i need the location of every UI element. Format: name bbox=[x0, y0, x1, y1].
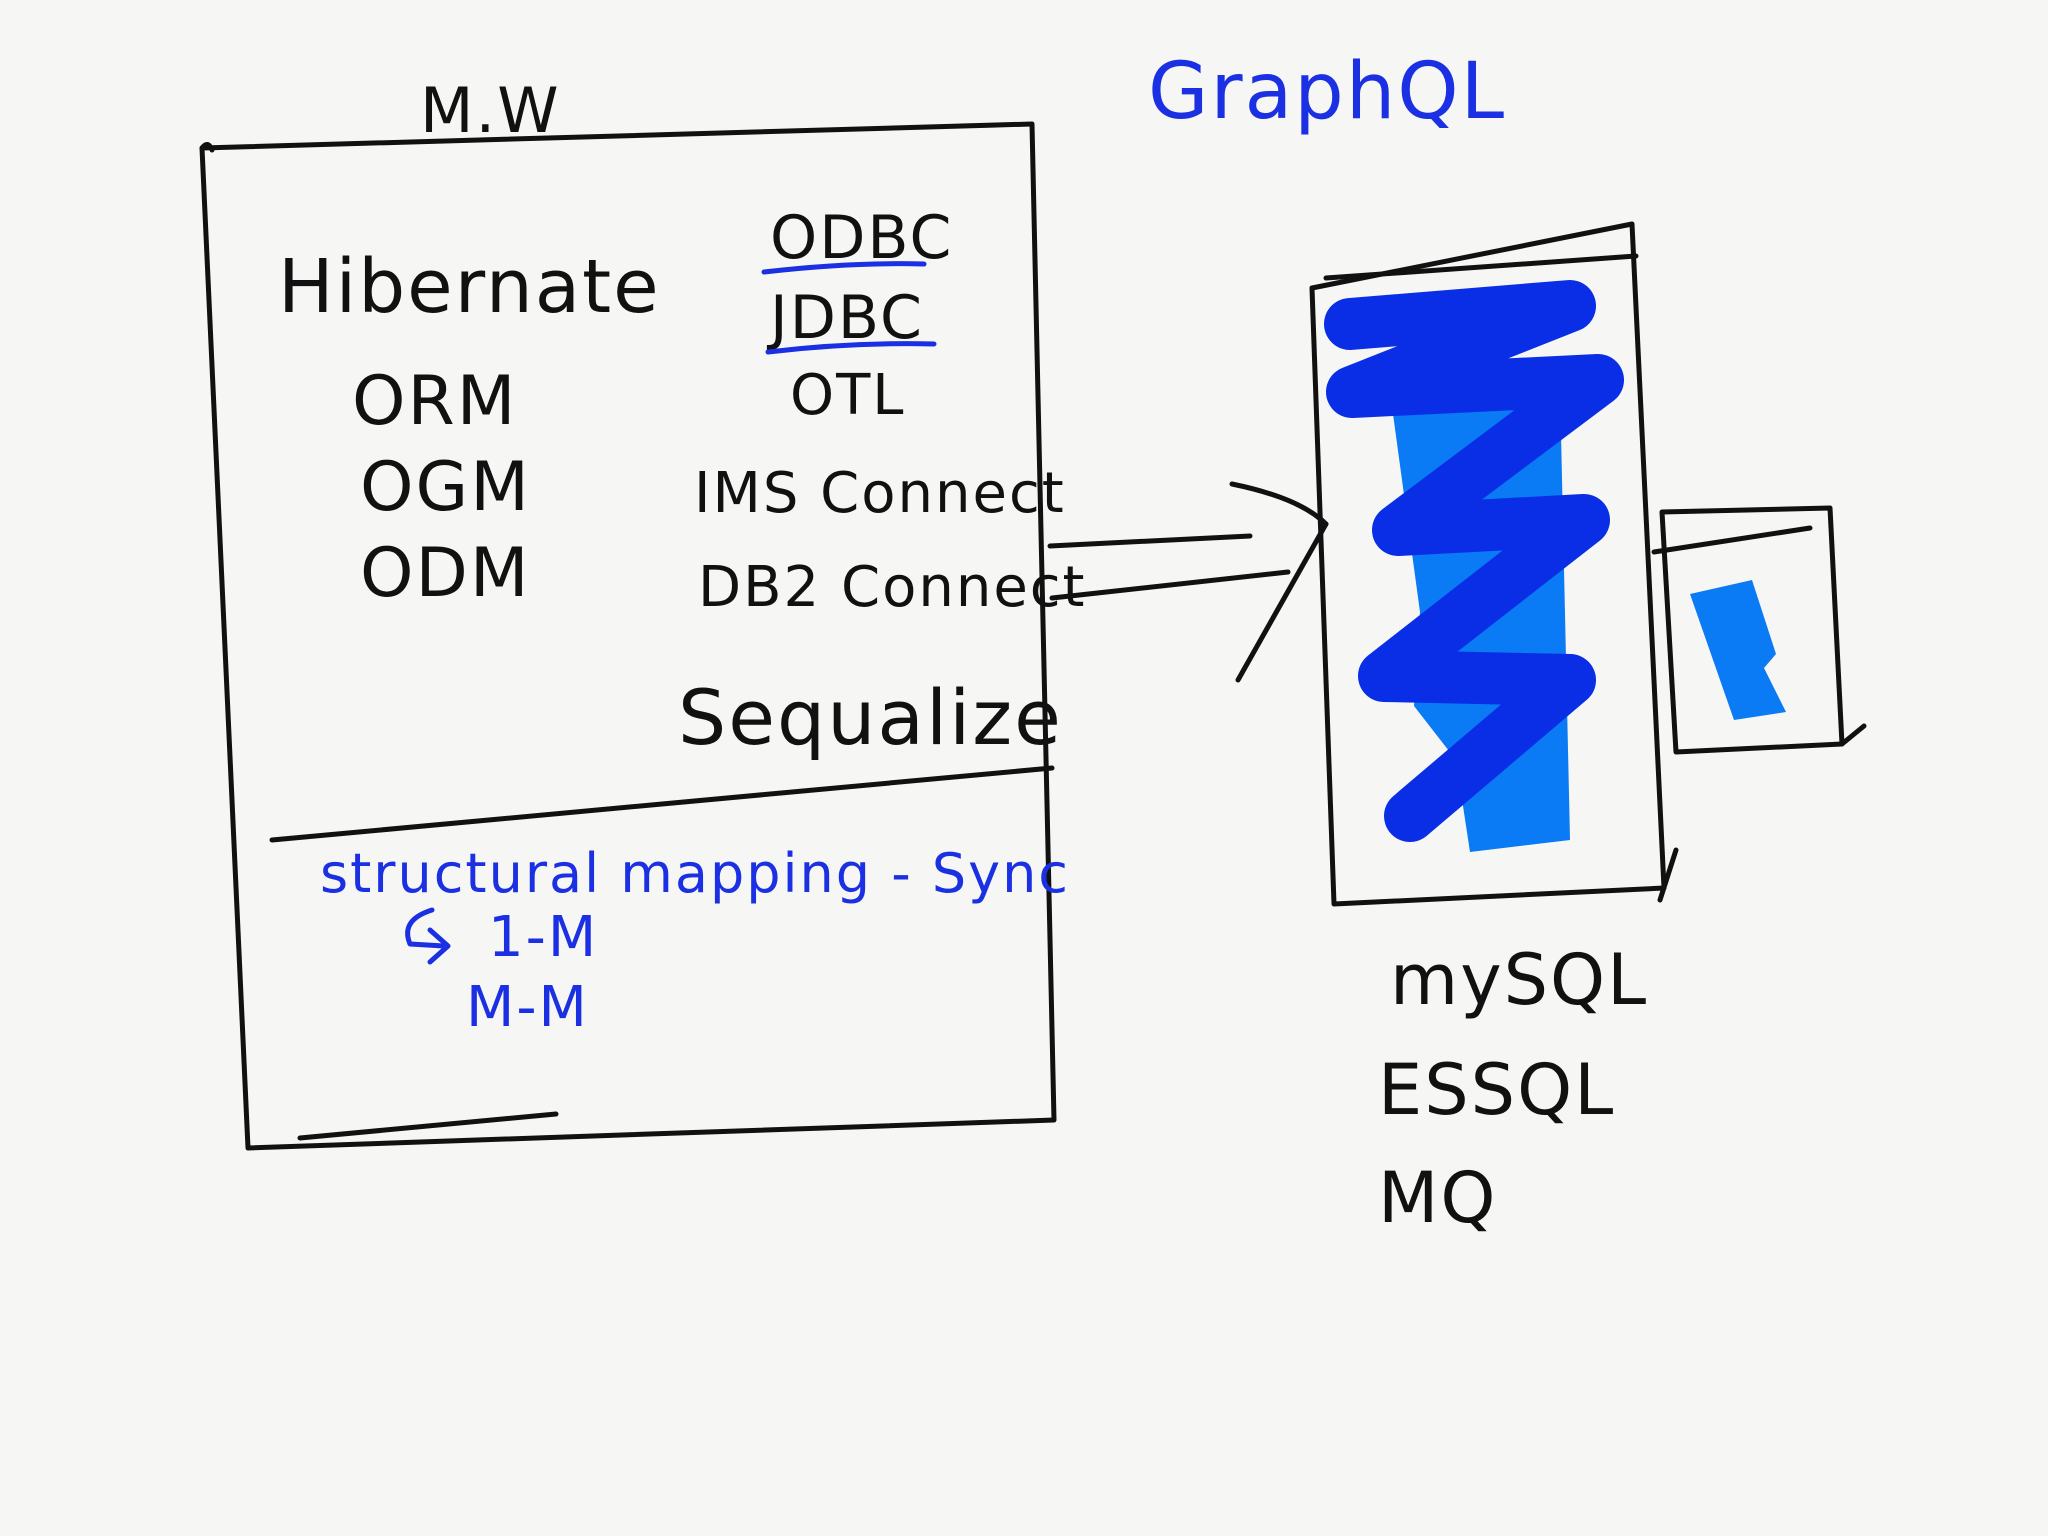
connector-line-lower bbox=[1049, 569, 1291, 601]
relation-many-to-many: M-M bbox=[466, 975, 589, 1040]
arrow-stroke-top bbox=[1229, 481, 1329, 527]
database-side-rim bbox=[1651, 525, 1813, 555]
db-label-mq: MQ bbox=[1378, 1157, 1498, 1239]
graphql-label: GraphQL bbox=[1148, 47, 1506, 137]
structural-mapping-label: structural mapping - Sync bbox=[320, 842, 1070, 905]
ims-connect-label: IMS Connect bbox=[694, 461, 1066, 526]
ogm-label: OGM bbox=[360, 448, 531, 527]
jdbc-underline bbox=[765, 341, 937, 355]
db-label-mysql: mySQL bbox=[1390, 939, 1648, 1021]
orm-label: ORM bbox=[352, 362, 517, 441]
sequalize-label: Sequalize bbox=[678, 673, 1063, 762]
middleware-divider bbox=[269, 765, 1055, 843]
database-side-base-tick bbox=[1839, 723, 1867, 747]
database-main bbox=[1309, 221, 1679, 907]
middleware-box-outline bbox=[199, 121, 1057, 1151]
middleware-title: M.W bbox=[420, 74, 561, 147]
database-main-rim bbox=[1323, 253, 1639, 281]
database-main-fill-dark bbox=[1324, 280, 1624, 842]
database-side-fill bbox=[1690, 580, 1786, 720]
db-label-essql: ESSQL bbox=[1378, 1049, 1615, 1131]
db2-connect-label: DB2 Connect bbox=[698, 555, 1087, 620]
relation-one-to-many: 1-M bbox=[488, 905, 598, 970]
middleware-box-title-tail bbox=[199, 142, 215, 153]
middleware-box bbox=[199, 121, 1057, 1151]
relation-arrow-icon bbox=[405, 907, 451, 965]
hibernate-label: Hibernate bbox=[278, 244, 661, 330]
middleware-bottom-extra-stroke bbox=[297, 1111, 559, 1141]
arrow-stroke-diagonal bbox=[1235, 521, 1329, 683]
odm-label: ODM bbox=[360, 534, 531, 613]
connector-line-upper bbox=[1047, 533, 1253, 549]
database-side bbox=[1651, 505, 1867, 755]
database-main-base-tick bbox=[1657, 847, 1679, 903]
otl-label: OTL bbox=[790, 363, 905, 428]
odbc-underline bbox=[761, 261, 927, 275]
odbc-label: ODBC bbox=[770, 203, 953, 273]
